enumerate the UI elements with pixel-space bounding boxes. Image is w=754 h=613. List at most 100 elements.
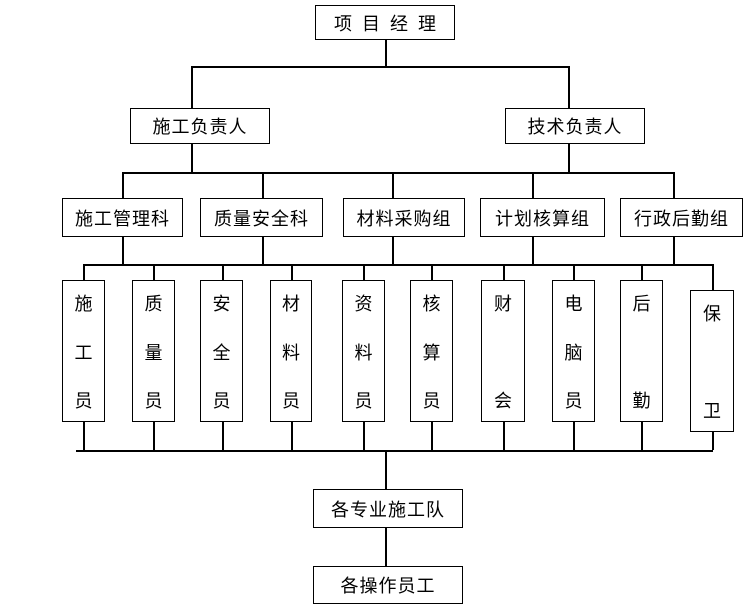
- connector-line: [641, 422, 643, 450]
- node-specialized-construction-teams: 各专业施工队: [313, 489, 463, 528]
- connector-line: [363, 422, 365, 450]
- node-computer-operator: 电脑员: [552, 280, 595, 422]
- vertical-label-char: 安: [212, 294, 231, 314]
- node-label: 材料采购组: [356, 208, 452, 229]
- node-admin-logistics-group: 行政后勤组: [620, 198, 743, 237]
- node-label: 安全员: [201, 281, 242, 421]
- connector-line: [431, 422, 433, 450]
- vertical-label-char: 材: [282, 294, 300, 314]
- node-technical-leader: 技术负责人: [505, 108, 645, 144]
- vertical-label-char: 会: [494, 391, 512, 411]
- connector-line: [431, 264, 433, 280]
- node-label: 计划核算组: [495, 208, 590, 229]
- vertical-label-char: 员: [422, 391, 441, 411]
- vertical-label-char: 工: [74, 342, 93, 363]
- node-label: 后勤: [621, 281, 662, 421]
- node-material-clerk: 材料员: [270, 280, 312, 422]
- node-label: 施工负责人: [152, 117, 248, 137]
- connector-line: [568, 144, 570, 172]
- node-label: 电脑员: [553, 281, 594, 421]
- connector-line: [532, 172, 534, 198]
- vertical-label-char: 卫: [703, 401, 721, 421]
- node-finance-accounting: 财会: [481, 280, 525, 422]
- connector-line: [573, 422, 575, 450]
- vertical-label-char: 脑: [564, 342, 583, 363]
- vertical-label-char: 料: [354, 342, 373, 363]
- node-label: 各专业施工队: [331, 499, 445, 520]
- node-document-clerk: 资料员: [342, 280, 385, 422]
- connector-line: [291, 264, 293, 280]
- node-planning-accounting-group: 计划核算组: [480, 198, 605, 237]
- connector-line: [385, 450, 387, 489]
- vertical-label-char: 员: [144, 391, 163, 411]
- connector-line: [122, 172, 675, 174]
- node-label: 项目经理: [334, 13, 446, 34]
- vertical-label-char: 员: [212, 391, 231, 411]
- connector-line: [503, 264, 505, 280]
- node-label: 财会: [482, 281, 524, 421]
- vertical-label-char: 电: [564, 294, 583, 314]
- node-operating-staff: 各操作员工: [313, 566, 463, 604]
- vertical-label-char: 员: [74, 391, 93, 411]
- node-label: 保卫: [691, 291, 733, 431]
- vertical-label-char: 质: [144, 294, 163, 314]
- node-quality-safety-section: 质量安全科: [200, 198, 323, 237]
- node-label: 材料员: [271, 281, 311, 421]
- connector-line: [83, 264, 713, 266]
- connector-line: [153, 422, 155, 450]
- vertical-label-char: 后: [632, 294, 651, 314]
- vertical-label-char: 员: [564, 391, 583, 411]
- node-label: 资料员: [343, 281, 384, 421]
- connector-line: [76, 450, 713, 452]
- vertical-label-char: 勤: [632, 391, 651, 411]
- connector-line: [262, 172, 264, 198]
- connector-line: [385, 528, 387, 566]
- connector-line: [291, 422, 293, 450]
- vertical-label-char: 员: [354, 391, 373, 411]
- node-security-guard: 保卫: [690, 290, 734, 432]
- connector-line: [122, 237, 124, 264]
- connector-line: [392, 237, 394, 264]
- node-label: 各操作员工: [340, 576, 436, 596]
- connector-line: [83, 264, 85, 280]
- node-label: 行政后勤组: [634, 208, 729, 229]
- vertical-label-char: 量: [144, 342, 163, 363]
- connector-line: [532, 237, 534, 264]
- node-label: 核算员: [411, 281, 452, 421]
- node-logistics: 后勤: [620, 280, 663, 422]
- connector-line: [712, 264, 714, 290]
- vertical-label-char: 全: [212, 342, 231, 363]
- connector-line: [363, 264, 365, 280]
- connector-line: [503, 422, 505, 450]
- connector-line: [83, 422, 85, 450]
- connector-line: [641, 264, 643, 280]
- node-safety-officer: 安全员: [200, 280, 243, 422]
- vertical-label-char: 保: [703, 304, 721, 324]
- node-label: 质量员: [133, 281, 174, 421]
- connector-line: [191, 66, 193, 108]
- connector-line: [712, 432, 714, 450]
- vertical-label-char: 施: [74, 294, 93, 314]
- node-label: 施工员: [63, 281, 104, 421]
- connector-line: [573, 264, 575, 280]
- vertical-label-char: 料: [282, 342, 300, 363]
- node-quality-inspector: 质量员: [132, 280, 175, 422]
- connector-line: [673, 172, 675, 198]
- node-cost-accountant: 核算员: [410, 280, 453, 422]
- node-construction-management-section: 施工管理科: [62, 198, 183, 237]
- vertical-label-char: 算: [422, 342, 441, 363]
- connector-line: [191, 66, 569, 68]
- node-project-manager: 项目经理: [315, 5, 455, 40]
- node-label: 施工管理科: [75, 208, 170, 229]
- node-construction-leader: 施工负责人: [130, 108, 270, 144]
- node-label: 质量安全科: [214, 208, 309, 229]
- vertical-label-char: 核: [422, 294, 441, 314]
- vertical-label-char: 资: [354, 294, 373, 314]
- connector-line: [122, 172, 124, 198]
- node-material-procurement-group: 材料采购组: [343, 198, 465, 237]
- connector-line: [385, 40, 387, 66]
- vertical-label-char: 员: [282, 391, 300, 411]
- connector-line: [222, 422, 224, 450]
- connector-line: [153, 264, 155, 280]
- connector-line: [392, 172, 394, 198]
